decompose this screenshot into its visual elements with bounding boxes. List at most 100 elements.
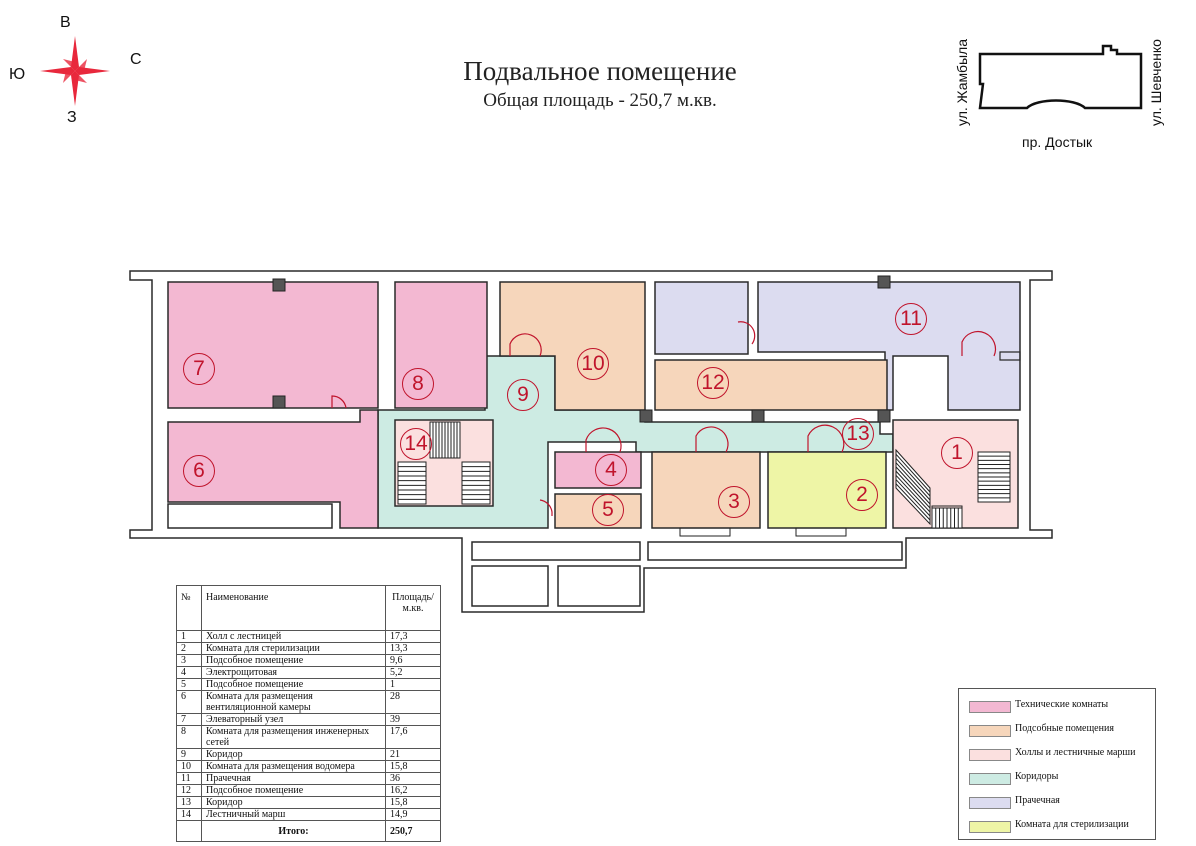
compass-rose-icon [40,36,110,106]
table-cell-name: Подсобное помещение [201,654,386,667]
table-cell-num: 9 [176,748,202,761]
room-label-1: 1 [941,437,973,469]
compass-south-label: З [67,109,77,126]
compass-north-label: В [60,14,71,31]
table-cell-num: 5 [176,678,202,691]
room-label-14: 14 [400,428,432,460]
table-cell-area: 14,9 [385,808,441,821]
table-cell-area: 16,2 [385,784,441,797]
room-label-2: 2 [846,479,878,511]
page-title: Подвальное помещение [463,56,737,86]
room-10-area [499,281,646,411]
table-cell-name: Комната для размещения водомера [201,760,386,773]
room-6-area [167,409,379,529]
legend-swatch [969,725,1011,737]
room-label-4: 4 [595,454,627,486]
room-label-8: 8 [402,368,434,400]
table-header-area: Площадь/ м.кв. [385,585,441,631]
room-label-3: 3 [718,486,750,518]
table-cell-num: 1 [176,630,202,643]
table-cell-num: 2 [176,642,202,655]
legend-swatch [969,701,1011,713]
table-cell-name: Комната для размещения вентиляционной ка… [201,690,386,714]
room-label-12: 12 [697,367,729,399]
legend-label: Подсобные помещения [1015,723,1114,734]
table-header-row: № Наименование Площадь/ м.кв. [176,585,441,631]
table-cell-name: Прачечная [201,772,386,785]
table-total-value: 250,7 [385,820,441,842]
table-cell-area: 17,3 [385,630,441,643]
legend-swatch [969,821,1011,833]
table-cell-name: Подсобное помещение [201,678,386,691]
table-cell-name: Коридор [201,796,386,809]
table-cell-num: 10 [176,760,202,773]
room-label-5: 5 [592,494,624,526]
table-cell-name: Коридор [201,748,386,761]
room-label-9: 9 [507,379,539,411]
exterior-walls [129,270,1053,613]
table-cell-name: Лестничный марш [201,808,386,821]
table-total-label: Итого: [201,820,386,842]
room-label-10: 10 [577,348,609,380]
table-cell-area: 17,6 [385,725,441,749]
room-12-area [654,359,888,411]
table-cell-num: 12 [176,784,202,797]
table-header-name: Наименование [201,585,386,631]
table-cell-name: Элеваторный узел [201,713,386,726]
legend-label: Прачечная [1015,795,1060,806]
stairs [397,421,1011,529]
table-cell-area: 36 [385,772,441,785]
page-subtitle: Общая площадь - 250,7 м.кв. [483,90,717,111]
compass-east-label: С [130,51,142,68]
table-cell-name: Холл с лестницей [201,630,386,643]
table-cell-area: 39 [385,713,441,726]
table-cell-empty [176,820,202,842]
legend-label: Комната для стерилизации [1015,819,1129,830]
table-cell-num: 13 [176,796,202,809]
windows [679,505,963,537]
room-label-7: 7 [183,353,215,385]
room-11a-area [654,281,749,355]
legend-label: Холлы и лестничные марши [1015,747,1136,758]
compass-west-label: Ю [9,66,26,83]
room-label-11: 11 [895,303,927,335]
legend-label: Коридоры [1015,771,1059,782]
table-total-row: Итого:250,7 [176,820,441,842]
table-cell-num: 8 [176,725,202,749]
columns [272,275,891,423]
table-cell-name: Комната для стерилизации [201,642,386,655]
table-cell-area: 15,8 [385,760,441,773]
table-cell-area: 28 [385,690,441,714]
room-label-6: 6 [183,455,215,487]
legend-swatch [969,749,1011,761]
table-header-num: № [176,585,202,631]
building-outline [978,44,1143,110]
table-cell-area: 15,8 [385,796,441,809]
table-cell-num: 4 [176,666,202,679]
table-cell-num: 14 [176,808,202,821]
table-cell-num: 11 [176,772,202,785]
legend-label: Технические комнаты [1015,699,1109,710]
table-cell-name: Комната для размещения инженерных сетей [201,725,386,749]
rooms-fill [167,281,1021,529]
table-cell-name: Электрощитовая [201,666,386,679]
room-label-13: 13 [842,418,874,450]
table-cell-num: 7 [176,713,202,726]
room-11-area [757,281,1021,411]
table-cell-num: 6 [176,690,202,714]
street-label-bottom: пр. Достык [1022,134,1093,150]
